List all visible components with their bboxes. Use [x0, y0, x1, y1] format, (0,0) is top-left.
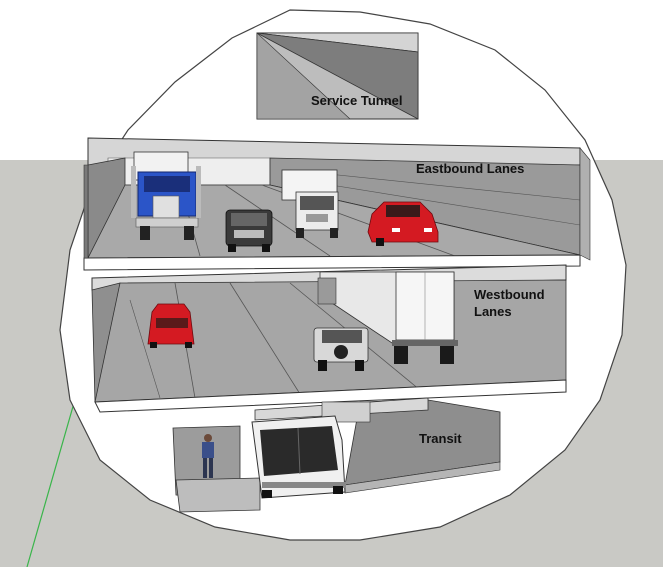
semi-bumper: [135, 217, 199, 228]
red-car-w-wheel: [185, 342, 192, 348]
semi-grille: [152, 195, 180, 219]
label-eastbound-lanes: Eastbound Lanes: [416, 161, 525, 176]
person-leg: [209, 458, 213, 478]
red-car-wheel: [376, 238, 384, 246]
bus-wheel: [333, 486, 343, 494]
service-tunnel-floor: [256, 32, 419, 120]
eastbound-deck-slab: [83, 254, 581, 271]
jeep-spare-tire: [334, 345, 348, 359]
suv-dark: [225, 209, 273, 252]
red-car-eastbound: [367, 201, 439, 246]
red-car-light: [424, 228, 432, 232]
service-tunnel: [256, 32, 419, 120]
semi-windshield: [144, 176, 190, 192]
bus-windshield-divider: [297, 427, 301, 475]
westbound-lane-line: [229, 282, 301, 395]
semi-stack-left: [131, 166, 136, 218]
suv-wheel: [262, 244, 270, 252]
tunnel-right-outer-wall: [579, 147, 591, 261]
suv-windshield: [231, 213, 267, 226]
transit-platform: [175, 477, 261, 513]
bus-wheel: [262, 490, 272, 498]
trailer-bumper: [392, 340, 458, 346]
person-on-platform: [202, 434, 214, 478]
person-leg: [203, 458, 207, 478]
tunnel-left-outer-wall: [83, 164, 89, 259]
red-car-w-wheel: [150, 342, 157, 348]
transit-level: [172, 397, 501, 513]
person-head: [204, 434, 212, 442]
jeep-wheel: [318, 360, 327, 371]
jeep-westbound: [313, 327, 369, 371]
jeep-wheel: [355, 360, 364, 371]
red-car-w-window: [156, 318, 188, 328]
bus-bumper: [262, 482, 346, 488]
red-car-westbound: [147, 303, 195, 348]
trailer-wheel: [440, 346, 454, 364]
label-westbound-line2: Lanes: [474, 304, 512, 319]
label-transit: Transit: [419, 431, 462, 446]
label-service-tunnel: Service Tunnel: [311, 93, 403, 108]
label-westbound-line1: Westbound: [474, 287, 545, 302]
suv-wheel: [228, 244, 236, 252]
box-truck-grille: [306, 214, 328, 222]
semi-trailer-westbound: [317, 271, 458, 364]
westbound-lane-line: [129, 299, 161, 399]
trailer-wheel: [394, 346, 408, 364]
red-car-light: [392, 228, 400, 232]
service-tunnel-left-shade: [256, 32, 351, 120]
label-westbound-lanes: Westbound Lanes: [474, 286, 545, 320]
semi-wheel: [140, 226, 150, 240]
semi-truck-blue: [131, 151, 201, 240]
semi-wheel: [184, 226, 194, 240]
box-truck-wheel: [296, 228, 304, 238]
eastbound-wall-line: [289, 169, 581, 201]
box-truck-windshield: [300, 196, 334, 210]
trailer-cab: [317, 277, 337, 305]
jeep-rear-window: [322, 330, 362, 343]
semi-stack-right: [196, 166, 201, 218]
red-car-body: [367, 201, 439, 243]
eastbound-lane-line: [224, 184, 331, 257]
transit-bus: [251, 401, 371, 499]
box-truck-white: [281, 169, 339, 238]
person-torso: [202, 442, 214, 458]
suv-grille: [234, 230, 264, 238]
red-car-windshield: [386, 205, 420, 217]
westbound-deck-slab: [94, 379, 567, 413]
box-truck-wheel: [330, 228, 338, 238]
eastbound-wall-line: [299, 179, 581, 226]
